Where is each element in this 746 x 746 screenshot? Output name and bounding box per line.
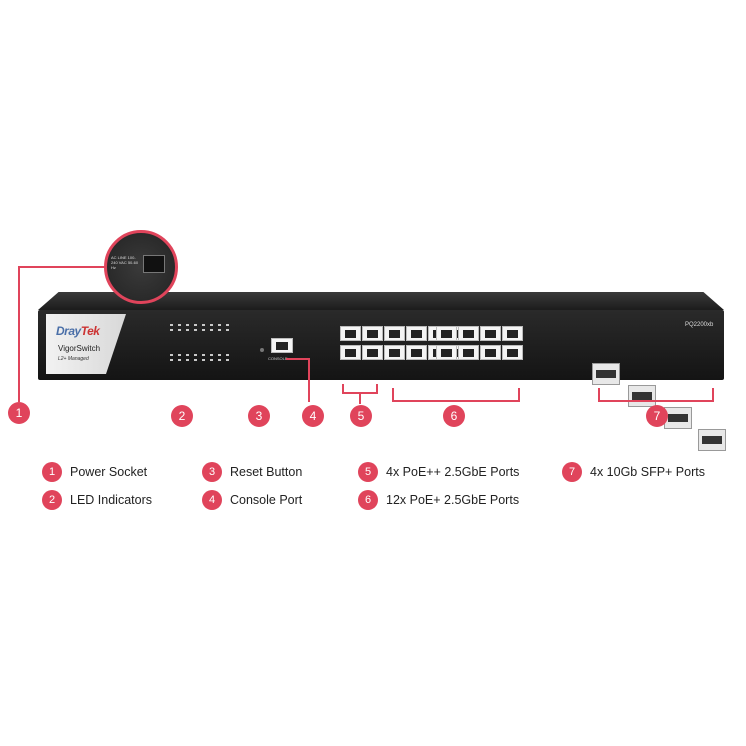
bracket-5-right — [376, 384, 378, 394]
legend-item-7: 7 4x 10Gb SFP+ Ports — [562, 462, 705, 482]
bracket-6-left — [392, 388, 394, 402]
switch-front-panel: DrayTek VigorSwitch L2+ Managed CONSOLE … — [38, 310, 726, 451]
legend-label: 4x 10Gb SFP+ Ports — [590, 465, 705, 479]
model-subtitle: L2+ Managed — [58, 356, 89, 362]
brand-logo-part-b: Tek — [80, 324, 100, 338]
console-port[interactable] — [271, 338, 293, 353]
power-socket — [143, 255, 165, 273]
switch-top-bevel — [38, 292, 724, 310]
rj45-port[interactable] — [406, 326, 427, 341]
led-indicators-bottom — [170, 354, 233, 361]
rj45-port[interactable] — [458, 345, 479, 360]
callout-2: 2 — [171, 405, 193, 427]
rj45-port[interactable] — [406, 345, 427, 360]
callout-line-4h — [286, 358, 310, 360]
rj45-port[interactable] — [502, 345, 523, 360]
bracket-6 — [392, 400, 520, 402]
legend-label: Console Port — [230, 493, 303, 507]
rj45-port[interactable] — [384, 326, 405, 341]
callout-1: 1 — [8, 402, 30, 424]
legend-number: 6 — [358, 490, 378, 510]
power-socket-zoom: AC LINE 100-240 VAC 50-60 Hz — [104, 230, 178, 304]
brand-logo: DrayTek — [56, 324, 100, 338]
power-rating-text: AC LINE 100-240 VAC 50-60 Hz — [111, 255, 139, 270]
rj45-port[interactable] — [362, 326, 383, 341]
console-label: CONSOLE — [268, 356, 288, 361]
bracket-5-stem — [359, 392, 361, 404]
rj45-port[interactable] — [480, 326, 501, 341]
callout-line-1 — [18, 266, 20, 402]
legend-number: 4 — [202, 490, 222, 510]
reset-button[interactable] — [260, 348, 264, 352]
callout-5: 5 — [350, 405, 372, 427]
legend-number: 2 — [42, 490, 62, 510]
sfp-port[interactable] — [698, 429, 726, 451]
callout-4: 4 — [302, 405, 324, 427]
callout-7: 7 — [646, 405, 668, 427]
sfp-port[interactable] — [628, 385, 656, 407]
legend-label: Power Socket — [70, 465, 148, 479]
bracket-7 — [598, 400, 714, 402]
legend-number: 1 — [42, 462, 62, 482]
rj45-port[interactable] — [340, 326, 361, 341]
callout-line-1h — [18, 266, 106, 268]
legend-label: Reset Button — [230, 465, 303, 479]
rj45-port[interactable] — [480, 345, 501, 360]
sfp-port[interactable] — [664, 407, 692, 429]
model-name: VigorSwitch — [58, 344, 101, 353]
legend-number: 3 — [202, 462, 222, 482]
legend-item-3: 3 Reset Button — [202, 462, 302, 482]
legend-label: 4x PoE++ 2.5GbE Ports — [386, 465, 520, 479]
bracket-6-right — [518, 388, 520, 402]
network-switch: DrayTek VigorSwitch L2+ Managed CONSOLE … — [38, 292, 726, 451]
callout-line-4 — [308, 358, 310, 402]
bracket-7-left — [598, 388, 600, 402]
rj45-port[interactable] — [458, 326, 479, 341]
legend-item-5: 5 4x PoE++ 2.5GbE Ports — [358, 462, 519, 482]
bracket-5-left — [342, 384, 344, 394]
legend-item-2: 2 LED Indicators — [42, 490, 152, 510]
legend-label: 12x PoE+ 2.5GbE Ports — [386, 493, 520, 507]
rj45-port[interactable] — [436, 345, 457, 360]
bracket-7-right — [712, 388, 714, 402]
rj45-port[interactable] — [384, 345, 405, 360]
legend-item-4: 4 Console Port — [202, 490, 302, 510]
led-indicators-top — [170, 324, 233, 331]
rj45-port[interactable] — [436, 326, 457, 341]
legend-number: 5 — [358, 462, 378, 482]
sfp-port[interactable] — [592, 363, 620, 385]
rj45-ports-block-2 — [436, 326, 523, 360]
callout-3: 3 — [248, 405, 270, 427]
legend-label: LED Indicators — [70, 493, 152, 507]
rj45-port[interactable] — [362, 345, 383, 360]
legend-number: 7 — [562, 462, 582, 482]
rj45-port[interactable] — [340, 345, 361, 360]
legend-item-1: 1 Power Socket — [42, 462, 147, 482]
brand-panel: DrayTek VigorSwitch L2+ Managed — [46, 314, 126, 374]
callout-6: 6 — [443, 405, 465, 427]
rj45-port[interactable] — [502, 326, 523, 341]
brand-logo-part-a: Dray — [56, 324, 81, 338]
legend-item-6: 6 12x PoE+ 2.5GbE Ports — [358, 490, 519, 510]
model-code: PQ2200xb — [685, 322, 714, 328]
